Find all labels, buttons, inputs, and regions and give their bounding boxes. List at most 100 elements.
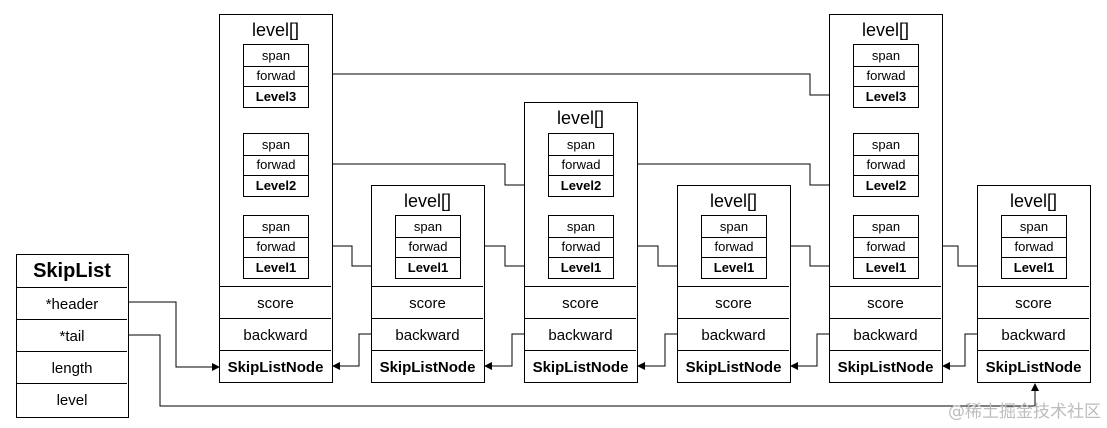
node-divider bbox=[220, 318, 331, 319]
forward-arrow bbox=[308, 163, 548, 189]
backward-arrow bbox=[332, 333, 371, 370]
level-span: span bbox=[871, 218, 901, 234]
level-span: span bbox=[261, 136, 291, 152]
node-name: SkipListNode bbox=[532, 358, 629, 376]
node-backward: backward bbox=[1001, 326, 1066, 344]
level-row-divider bbox=[244, 257, 308, 258]
level-label: Level1 bbox=[407, 259, 449, 275]
skiplist-field-ptr-tail: *tail bbox=[59, 327, 85, 345]
level-array-title: level[] bbox=[403, 190, 452, 211]
header-arrow bbox=[129, 301, 220, 371]
level-row-divider bbox=[854, 257, 918, 258]
node-divider bbox=[220, 350, 331, 351]
node-score: score bbox=[562, 294, 599, 312]
node-name: SkipListNode bbox=[379, 358, 476, 376]
level-row-divider bbox=[244, 65, 308, 67]
skiplist-divider bbox=[17, 319, 127, 320]
level-span: span bbox=[261, 47, 291, 63]
node-divider bbox=[830, 350, 941, 351]
level-label: Level1 bbox=[865, 259, 907, 275]
level-forward: forwad bbox=[714, 239, 754, 255]
level-array-title: level[] bbox=[556, 107, 605, 128]
level-forward: forwad bbox=[866, 239, 906, 255]
backward-arrow bbox=[637, 333, 677, 370]
node-name: SkipListNode bbox=[685, 358, 782, 376]
level-span: span bbox=[1019, 218, 1049, 234]
level-row-divider bbox=[549, 236, 613, 238]
skiplist-field-level: level bbox=[56, 391, 88, 409]
node-divider bbox=[678, 286, 789, 287]
level-label: Level2 bbox=[560, 177, 602, 193]
backward-arrow bbox=[942, 333, 977, 370]
level-row-divider bbox=[854, 154, 918, 156]
node-backward: backward bbox=[548, 326, 613, 344]
level-label: Level3 bbox=[255, 88, 297, 104]
level-label: Level2 bbox=[255, 177, 297, 193]
level-span: span bbox=[871, 47, 901, 63]
node-score: score bbox=[715, 294, 752, 312]
level-row-divider bbox=[1002, 236, 1066, 238]
forward-arrow bbox=[613, 163, 853, 189]
backward-arrow bbox=[484, 333, 524, 370]
node-divider bbox=[372, 350, 483, 351]
level-array-title: level[] bbox=[1009, 190, 1058, 211]
level-row-divider bbox=[854, 175, 918, 176]
forward-arrow bbox=[308, 73, 853, 99]
level-forward: forwad bbox=[256, 239, 296, 255]
node-divider bbox=[220, 286, 331, 287]
level-row-divider bbox=[244, 175, 308, 176]
node-backward: backward bbox=[853, 326, 918, 344]
node-divider bbox=[372, 318, 483, 319]
level-forward: forwad bbox=[408, 239, 448, 255]
node-divider bbox=[525, 286, 636, 287]
node-score: score bbox=[257, 294, 294, 312]
node-score: score bbox=[1015, 294, 1052, 312]
level-forward: forwad bbox=[866, 68, 906, 84]
skiplist-divider bbox=[17, 351, 127, 352]
node-score: score bbox=[867, 294, 904, 312]
level-forward: forwad bbox=[866, 157, 906, 173]
node-divider bbox=[978, 286, 1089, 287]
node-divider bbox=[830, 286, 941, 287]
node-divider bbox=[525, 350, 636, 351]
skiplist-title: SkipList bbox=[33, 259, 111, 282]
level-row-divider bbox=[549, 175, 613, 176]
skiplist-field-length: length bbox=[51, 359, 93, 377]
node-backward: backward bbox=[243, 326, 308, 344]
level-label: Level1 bbox=[713, 259, 755, 275]
level-row-divider bbox=[854, 65, 918, 67]
skiplist-divider bbox=[17, 287, 127, 288]
watermark: @稀土掘金技术社区 bbox=[948, 402, 1101, 422]
level-span: span bbox=[719, 218, 749, 234]
level-array-title: level[] bbox=[251, 19, 300, 40]
node-backward: backward bbox=[395, 326, 460, 344]
node-divider bbox=[830, 318, 941, 319]
node-name: SkipListNode bbox=[985, 358, 1082, 376]
level-label: Level1 bbox=[255, 259, 297, 275]
node-score: score bbox=[409, 294, 446, 312]
node-name: SkipListNode bbox=[837, 358, 934, 376]
level-forward: forwad bbox=[1014, 239, 1054, 255]
skiplist-struct: SkipList *header *tail length level bbox=[16, 254, 129, 418]
level-label: Level1 bbox=[1013, 259, 1055, 275]
node-divider bbox=[372, 286, 483, 287]
tail-arrow bbox=[129, 334, 1039, 407]
level-label: Level3 bbox=[865, 88, 907, 104]
level-row-divider bbox=[549, 257, 613, 258]
skiplist-field-ptr-header: *header bbox=[45, 295, 99, 313]
level-array-title: level[] bbox=[709, 190, 758, 211]
backward-arrow bbox=[790, 333, 829, 370]
